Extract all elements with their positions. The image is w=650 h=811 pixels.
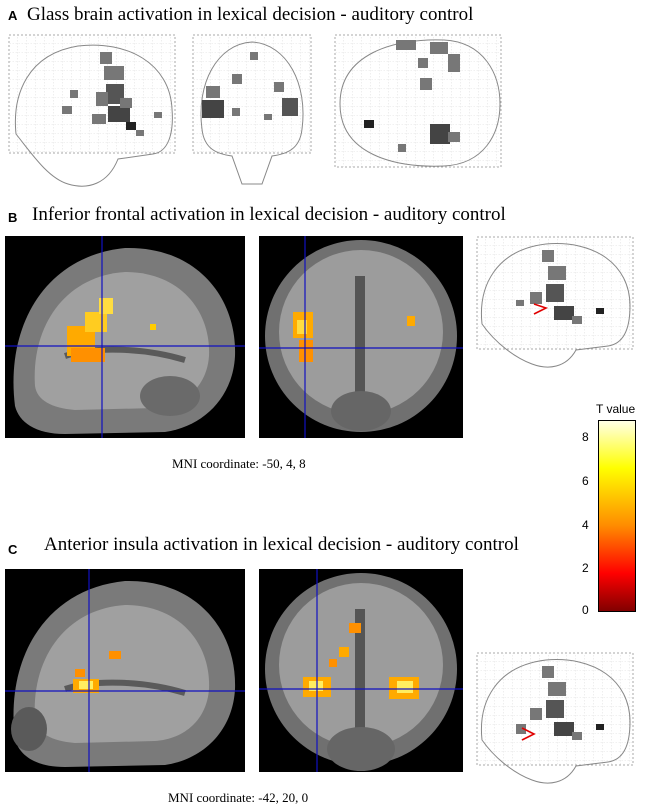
panel-a-title: Glass brain activation in lexical decisi…	[27, 4, 474, 25]
mri-sagittal-b	[5, 236, 245, 438]
panel-b-letter: B	[8, 210, 18, 225]
glass-brain-inset-c	[476, 652, 636, 788]
panel-c-title: Anterior insula activation in lexical de…	[44, 534, 519, 555]
colorbar-tick-2: 2	[582, 561, 589, 575]
panel-c-letter: C	[8, 542, 18, 557]
glass-brain-sagittal	[8, 34, 178, 192]
glass-brain-axial	[334, 34, 504, 174]
glass-brain-inset-b	[476, 236, 636, 372]
glass-brain-coronal	[192, 34, 314, 192]
colorbar-label: T value	[596, 402, 636, 416]
panel-b-coordinate: MNI coordinate: -50, 4, 8	[172, 456, 306, 471]
mri-sagittal-c	[5, 569, 245, 772]
colorbar-tick-6: 6	[582, 474, 589, 488]
panel-a-letter: A	[8, 8, 18, 23]
panel-c-coordinate: MNI coordinate: -42, 20, 0	[168, 790, 309, 805]
colorbar-tick-8: 8	[582, 430, 589, 444]
colorbar-tick-4: 4	[582, 518, 589, 532]
mri-coronal-c	[259, 569, 463, 772]
panel-b-title: Inferior frontal activation in lexical d…	[32, 204, 506, 225]
colorbar	[598, 420, 636, 612]
colorbar-tick-0: 0	[582, 603, 589, 617]
mri-coronal-b	[259, 236, 463, 438]
